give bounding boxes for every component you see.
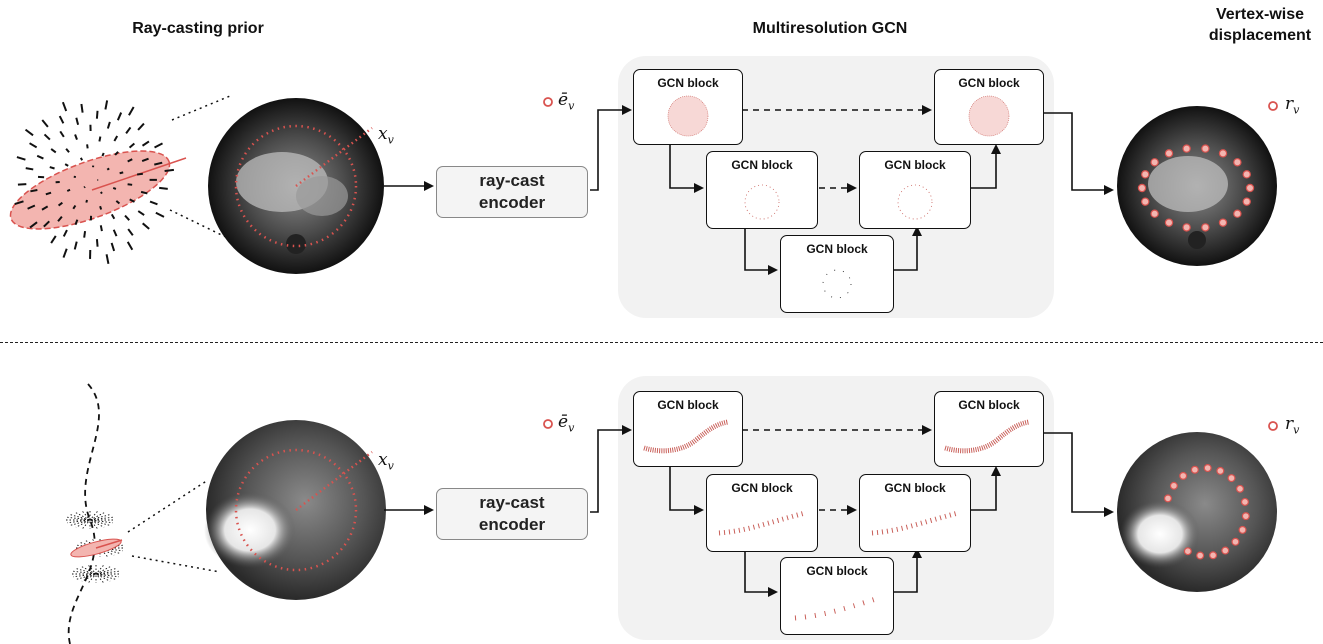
symbol-e-bottom: ēv xyxy=(558,412,575,435)
encoder-label-line2: encoder xyxy=(478,193,546,212)
symbol-x-bottom: xv xyxy=(378,450,394,473)
gcn-block-label: GCN block xyxy=(884,158,946,172)
gcn-block-top-l2-in: GCN block xyxy=(706,151,818,229)
legend-marker-e-bottom xyxy=(543,419,553,429)
row-separator xyxy=(0,342,1323,343)
gcn-block-label: GCN block xyxy=(731,158,793,172)
gcn-block-label: GCN block xyxy=(884,481,946,495)
gcn-block-bottom-l1-in: GCN block xyxy=(633,391,743,467)
ray-cast-encoder-top: ray-cast encoder xyxy=(436,166,588,218)
output-vertices-top xyxy=(1137,144,1255,232)
gcn-block-top-l2-out: GCN block xyxy=(859,151,971,229)
symbol-e-top: ēv xyxy=(558,90,575,113)
prior-ellipse-top xyxy=(9,150,171,230)
header-ray-casting-prior: Ray-casting prior xyxy=(132,20,264,37)
gcn-block-top-l1-in: GCN block xyxy=(633,69,743,145)
gcn-block-bottom-l3: GCN block xyxy=(780,557,894,635)
prior-dot-cloud xyxy=(14,100,175,265)
gcn-block-label: GCN block xyxy=(657,398,719,412)
encoder-label-line1: ray-cast xyxy=(479,171,545,190)
gcn-block-label: GCN block xyxy=(958,398,1020,412)
output-vertices-bottom xyxy=(1163,464,1250,560)
gcn-block-label: GCN block xyxy=(657,76,719,90)
encoder-label-line2: encoder xyxy=(478,515,546,534)
gcn-block-label: GCN block xyxy=(958,76,1020,90)
header-line-1: Vertex-wise xyxy=(1215,6,1305,23)
header-vertex-wise-displacement: Vertex-wise displacement xyxy=(1190,4,1323,46)
gcn-block-bottom-l2-out: GCN block xyxy=(859,474,971,552)
prior-curve-bottom xyxy=(67,383,100,644)
legend-marker-r-top xyxy=(1268,101,1278,111)
symbol-r-top: rv xyxy=(1285,94,1300,117)
header-multiresolution-gcn: Multiresolution GCN xyxy=(752,20,908,37)
gcn-block-label: GCN block xyxy=(731,481,793,495)
gcn-block-bottom-l2-in: GCN block xyxy=(706,474,818,552)
symbol-r-bottom: rv xyxy=(1285,414,1300,437)
legend-marker-r-bottom xyxy=(1268,421,1278,431)
header-line-2: displacement xyxy=(1208,27,1312,44)
gcn-block-top-l3: GCN block xyxy=(780,235,894,313)
gcn-block-top-l1-out: GCN block xyxy=(934,69,1044,145)
encoder-label-line1: ray-cast xyxy=(479,493,545,512)
gcn-block-label: GCN block xyxy=(806,242,868,256)
legend-marker-e-top xyxy=(543,97,553,107)
ray-cast-encoder-bottom: ray-cast encoder xyxy=(436,488,588,540)
gcn-block-label: GCN block xyxy=(806,564,868,578)
gcn-block-bottom-l1-out: GCN block xyxy=(934,391,1044,467)
symbol-x-top: xv xyxy=(378,124,394,147)
